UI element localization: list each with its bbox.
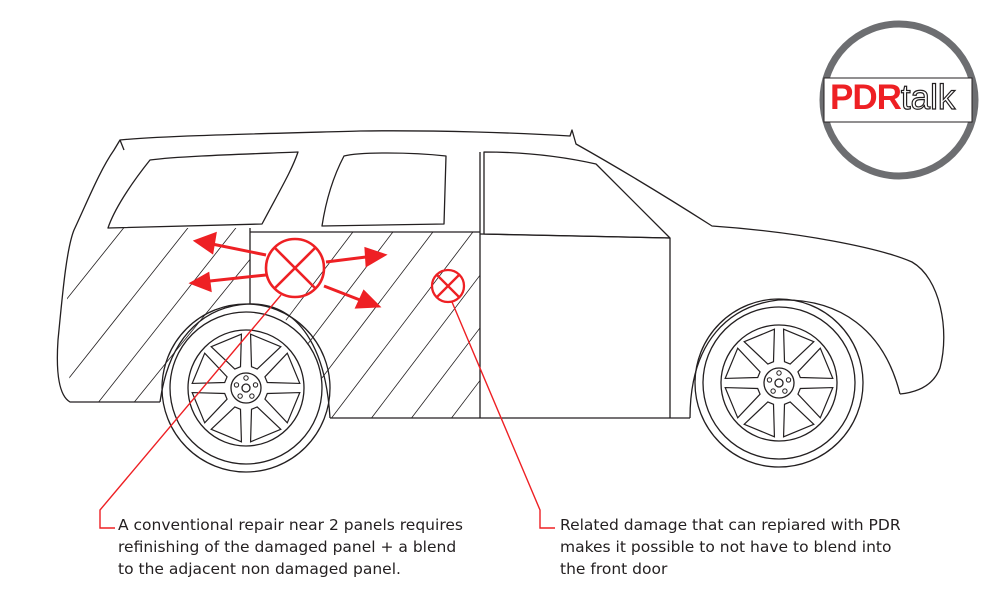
logo-talk: talk bbox=[900, 77, 956, 117]
lug-nut bbox=[770, 388, 776, 394]
blend-arrow-lower-left bbox=[188, 271, 267, 293]
wheel-spoke bbox=[264, 352, 301, 385]
wheel-spoke bbox=[743, 328, 776, 365]
wheel-spoke bbox=[724, 386, 761, 419]
blend-arrows bbox=[188, 231, 388, 309]
panel-seams bbox=[249, 152, 671, 418]
blend-arrow-upper-right bbox=[325, 246, 388, 268]
callout-pdr-related-damage: Related damage that can repiared with PD… bbox=[560, 516, 901, 578]
callout-conventional-repair: A conventional repair near 2 panels requ… bbox=[118, 516, 463, 578]
wheel-spoke bbox=[782, 328, 815, 365]
blend-arrow-upper-left bbox=[192, 231, 267, 257]
lug-nut bbox=[237, 393, 243, 399]
pdrtalk-logo-icon bbox=[819, 20, 979, 180]
suv-body-outline bbox=[56, 129, 945, 419]
pdrtalk-logo-text: PDRtalk bbox=[830, 77, 970, 118]
wheel-spoke bbox=[249, 406, 282, 443]
wheel-spoke bbox=[210, 333, 243, 370]
wheel-spoke bbox=[797, 347, 834, 380]
leader-line-pdr bbox=[451, 301, 555, 529]
windows bbox=[107, 151, 671, 239]
wheel-spoke bbox=[191, 352, 228, 385]
wheel-spoke bbox=[264, 391, 301, 424]
lug-nut bbox=[243, 375, 249, 381]
wheel-spoke bbox=[191, 391, 228, 424]
front-wheel bbox=[694, 298, 864, 468]
leader-lines bbox=[99, 294, 555, 529]
leader-line-conventional bbox=[99, 294, 282, 529]
wheel-spoke bbox=[782, 401, 815, 438]
logo-pdr: PDR bbox=[830, 78, 902, 117]
wheel-spoke bbox=[743, 401, 776, 438]
wheel-arches bbox=[159, 299, 901, 419]
rear-wheel bbox=[161, 303, 331, 473]
lug-nut bbox=[776, 370, 782, 376]
lug-nut bbox=[782, 388, 788, 394]
blend-arrow-lower-right bbox=[323, 284, 382, 309]
wheel-spoke bbox=[210, 406, 243, 443]
damage-marker-small bbox=[430, 268, 466, 304]
wheel-spoke bbox=[724, 347, 761, 380]
lug-nut bbox=[766, 377, 773, 383]
lug-nut bbox=[233, 382, 240, 388]
wheel-spoke bbox=[797, 386, 834, 419]
wheel-spoke bbox=[249, 333, 282, 370]
lug-nut bbox=[249, 393, 255, 399]
lug-nut bbox=[252, 382, 259, 388]
lug-nut bbox=[785, 377, 792, 383]
wheel-spokes bbox=[191, 328, 834, 443]
damage-marker-large bbox=[264, 237, 326, 299]
